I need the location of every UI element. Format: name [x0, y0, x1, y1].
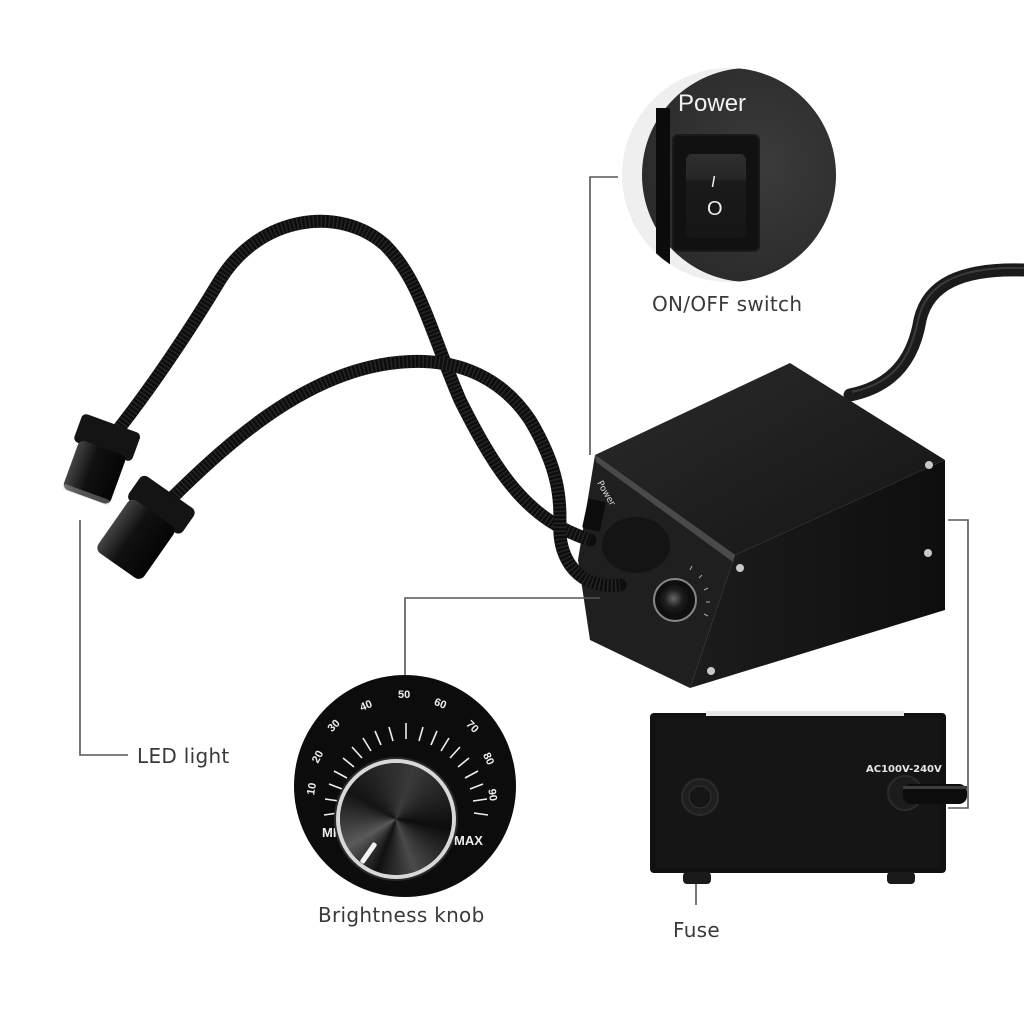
dial-scale: [323, 723, 489, 816]
rear-panel: AC100V-240V: [650, 711, 967, 884]
label-fuse: Fuse: [673, 918, 721, 942]
power-switch-inset: Power I O: [622, 68, 836, 282]
dial-label-50: 50: [398, 689, 411, 701]
dial-label-90: 90: [485, 788, 499, 802]
switch-on-symbol: I: [709, 174, 718, 191]
switch-off-symbol: O: [707, 198, 723, 220]
label-led-light: LED light: [137, 744, 230, 768]
rocker-switch: I O: [686, 154, 746, 238]
voltage-label: AC100V-240V: [866, 764, 942, 775]
led-head-1: [62, 414, 140, 506]
brightness-knob-inset: 10 20 30 40 50 60 70 80 90 MIN MAX: [294, 675, 516, 897]
controller-box: Power: [578, 363, 945, 688]
dial-label-min: MIN: [322, 825, 346, 840]
gooseneck-arms: [103, 214, 627, 593]
dial-label-max: MAX: [454, 833, 483, 848]
label-brightness-knob: Brightness knob: [318, 903, 485, 927]
led-head-2: [97, 475, 195, 579]
label-on-off-switch: ON/OFF switch: [652, 292, 803, 316]
brightness-knob[interactable]: [340, 763, 452, 875]
power-cord: [843, 263, 1024, 402]
power-inset-title: Power: [678, 90, 747, 117]
dial-label-10: 10: [305, 781, 320, 797]
rocker-switch-housing: I O: [674, 136, 758, 250]
knob-indicator: [359, 841, 378, 865]
